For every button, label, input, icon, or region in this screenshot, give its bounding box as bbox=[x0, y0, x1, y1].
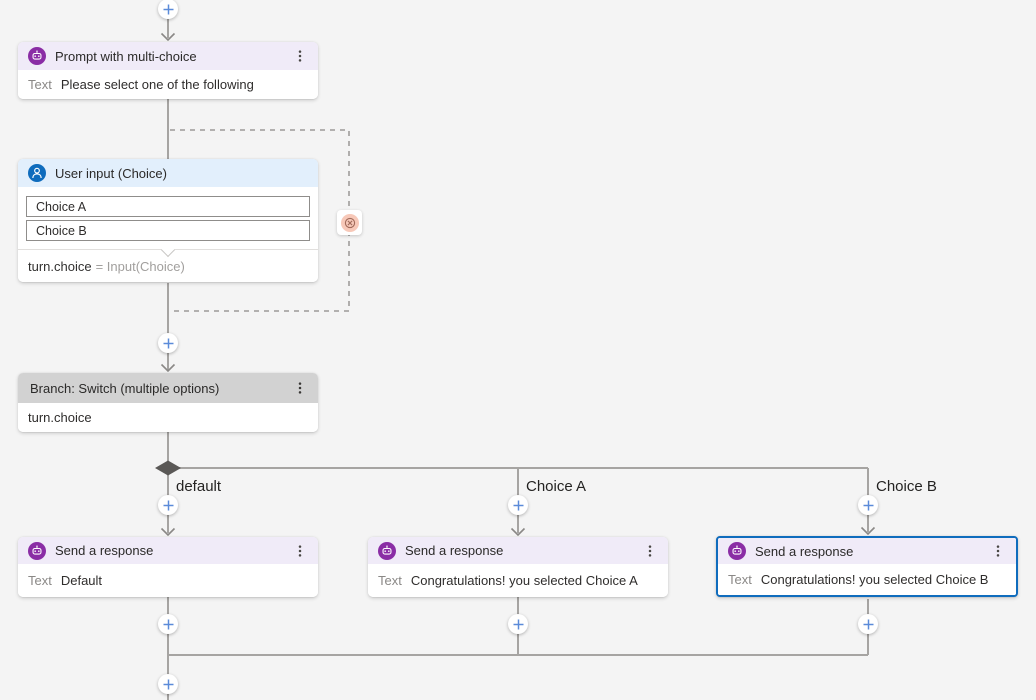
more-options-icon bbox=[298, 50, 302, 62]
add-node-button[interactable] bbox=[858, 614, 878, 634]
plus-icon bbox=[513, 500, 523, 510]
node-title: Send a response bbox=[55, 543, 154, 558]
node-menu-button[interactable] bbox=[640, 541, 660, 561]
node-send-response-default[interactable]: Send a response Text Default bbox=[18, 537, 318, 597]
add-node-button[interactable] bbox=[508, 495, 528, 515]
branch-label-choice-a: Choice A bbox=[526, 478, 587, 495]
branch-condition: turn.choice bbox=[28, 410, 92, 425]
node-user-input[interactable]: User input (Choice) Choice A Choice B tu… bbox=[18, 159, 318, 282]
plus-icon bbox=[163, 619, 173, 629]
branch-label-default: default bbox=[176, 478, 222, 495]
node-body: Text Default bbox=[18, 564, 318, 597]
choice-option-label: Choice B bbox=[36, 223, 87, 238]
more-options-icon bbox=[996, 545, 1000, 557]
arrowhead bbox=[510, 527, 526, 537]
node-title: Send a response bbox=[755, 543, 854, 559]
cancel-circle-icon bbox=[340, 213, 359, 232]
bot-chat-icon bbox=[28, 541, 46, 560]
plus-icon bbox=[513, 619, 523, 629]
plus-icon bbox=[863, 619, 873, 629]
node-header: Prompt with multi-choice bbox=[18, 42, 318, 70]
field-label: Text bbox=[378, 573, 402, 588]
bot-chat-icon bbox=[728, 542, 746, 560]
node-menu-button[interactable] bbox=[290, 541, 310, 561]
node-header: Branch: Switch (multiple options) bbox=[18, 373, 318, 403]
choice-option-b[interactable]: Choice B bbox=[26, 220, 310, 241]
node-menu-button[interactable] bbox=[290, 378, 310, 398]
assignment-variable: turn.choice bbox=[28, 258, 92, 274]
add-node-button[interactable] bbox=[158, 495, 178, 515]
retry-loop-marker[interactable] bbox=[337, 210, 362, 235]
node-menu-button[interactable] bbox=[988, 541, 1008, 561]
add-node-button[interactable] bbox=[158, 614, 178, 634]
node-title: Send a response bbox=[405, 543, 504, 558]
field-label: Text bbox=[28, 573, 52, 588]
node-prompt-multi-choice[interactable]: Prompt with multi-choice Text Please sel… bbox=[18, 42, 318, 99]
plus-icon bbox=[163, 679, 173, 689]
node-header: Send a response bbox=[368, 537, 668, 564]
plus-icon bbox=[163, 500, 173, 510]
assignment-expression: = Input(Choice) bbox=[95, 258, 185, 274]
more-options-icon bbox=[298, 382, 302, 394]
person-icon bbox=[28, 164, 46, 182]
node-body: Text Congratulations! you selected Choic… bbox=[368, 564, 668, 597]
arrowhead bbox=[860, 526, 876, 536]
more-options-icon bbox=[298, 544, 302, 557]
node-header: Send a response bbox=[18, 537, 318, 564]
plus-icon bbox=[163, 4, 173, 14]
plus-icon bbox=[863, 500, 873, 510]
add-node-button[interactable] bbox=[158, 674, 178, 694]
add-node-button[interactable] bbox=[508, 614, 528, 634]
node-header: Send a response bbox=[718, 538, 1016, 564]
more-options-icon bbox=[648, 544, 652, 557]
bot-chat-icon bbox=[28, 47, 46, 65]
node-body: Text Congratulations! you selected Choic… bbox=[718, 564, 1016, 595]
add-node-button[interactable] bbox=[858, 495, 878, 515]
node-title: Prompt with multi-choice bbox=[55, 48, 197, 64]
node-menu-button[interactable] bbox=[290, 46, 310, 66]
field-value: Congratulations! you selected Choice A bbox=[410, 573, 638, 588]
node-send-response-choice-b-selected[interactable]: Send a response Text Congratulations! yo… bbox=[716, 536, 1018, 597]
field-value: Please select one of the following bbox=[60, 77, 254, 92]
field-label: Text bbox=[728, 572, 752, 587]
choice-list: Choice A Choice B bbox=[18, 187, 318, 249]
field-label: Text bbox=[28, 77, 52, 92]
node-body: turn.choice bbox=[18, 403, 318, 432]
variable-assignment-footer: turn.choice = Input(Choice) bbox=[18, 242, 318, 282]
field-value: Default bbox=[60, 573, 103, 588]
arrowhead bbox=[160, 363, 176, 373]
node-branch-switch[interactable]: Branch: Switch (multiple options) turn.c… bbox=[18, 373, 318, 432]
node-title: Branch: Switch (multiple options) bbox=[30, 380, 220, 396]
add-node-button[interactable] bbox=[158, 0, 178, 19]
choice-option-label: Choice A bbox=[36, 199, 87, 214]
bot-chat-icon bbox=[378, 541, 396, 560]
branch-label-choice-b: Choice B bbox=[876, 478, 937, 495]
field-value: Congratulations! you selected Choice B bbox=[760, 572, 989, 587]
add-node-button[interactable] bbox=[158, 333, 178, 353]
arrowhead bbox=[160, 32, 176, 42]
node-body: Text Please select one of the following bbox=[18, 70, 318, 99]
branch-diamond bbox=[155, 460, 181, 476]
node-title: User input (Choice) bbox=[55, 165, 167, 181]
node-send-response-choice-a[interactable]: Send a response Text Congratulations! yo… bbox=[368, 537, 668, 597]
choice-option-a[interactable]: Choice A bbox=[26, 196, 310, 217]
arrowhead bbox=[160, 527, 176, 537]
node-header: User input (Choice) bbox=[18, 159, 318, 187]
plus-icon bbox=[163, 338, 173, 348]
